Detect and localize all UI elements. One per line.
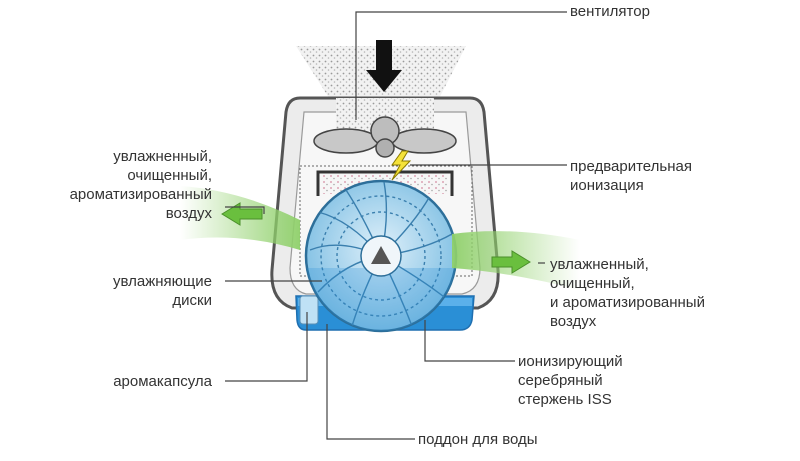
label-out-air-left: увлажненный, очищенный, ароматизированны… [70, 147, 212, 223]
leader-fan [355, 11, 567, 120]
leader-aroma [225, 312, 308, 382]
label-iss: ионизирующий серебряный стержень ISS [518, 352, 623, 409]
label-preionization: предварительная ионизация [570, 157, 692, 195]
label-tray: поддон для воды [418, 430, 538, 449]
label-fan: вентилятор [570, 2, 650, 21]
label-line: очищенный, [127, 167, 212, 184]
label-line: воздух [550, 313, 597, 330]
intake-arrow-icon [366, 40, 402, 92]
label-aroma-text: аромакапсула [113, 373, 212, 390]
leader-out-left [225, 206, 265, 214]
label-line: и ароматизированный [550, 294, 705, 311]
label-out-air-right: увлажненный, очищенный, и ароматизирован… [550, 255, 705, 331]
label-fan-text: вентилятор [570, 3, 650, 20]
aroma-capsule-icon [299, 295, 319, 325]
label-line: ионизирующий [518, 353, 623, 370]
label-line: диски [172, 292, 212, 309]
label-line: воздух [165, 205, 212, 222]
fan-icon [313, 116, 457, 158]
label-line: предварительная [570, 158, 692, 175]
leader-lines [225, 11, 567, 440]
leader-tray [326, 324, 415, 440]
lightning-icon [391, 150, 412, 181]
label-tray-text: поддон для воды [418, 431, 538, 448]
leader-iss [424, 320, 515, 362]
label-line: стержень ISS [518, 391, 612, 408]
outflow-left-icon [180, 186, 300, 250]
label-line: увлажненный, [113, 148, 212, 165]
outflow-right-icon [452, 231, 580, 290]
label-aroma: аромакапсула [113, 372, 212, 391]
label-line: увлажненный, [550, 256, 649, 273]
label-line: серебряный [518, 372, 603, 389]
label-line: ионизация [570, 177, 644, 194]
label-line: ароматизированный [69, 186, 212, 203]
label-line: увлажняющие [113, 273, 212, 290]
label-line: очищенный, [550, 275, 635, 292]
preionization-chamber [316, 170, 454, 196]
label-discs: увлажняющие диски [113, 272, 212, 310]
